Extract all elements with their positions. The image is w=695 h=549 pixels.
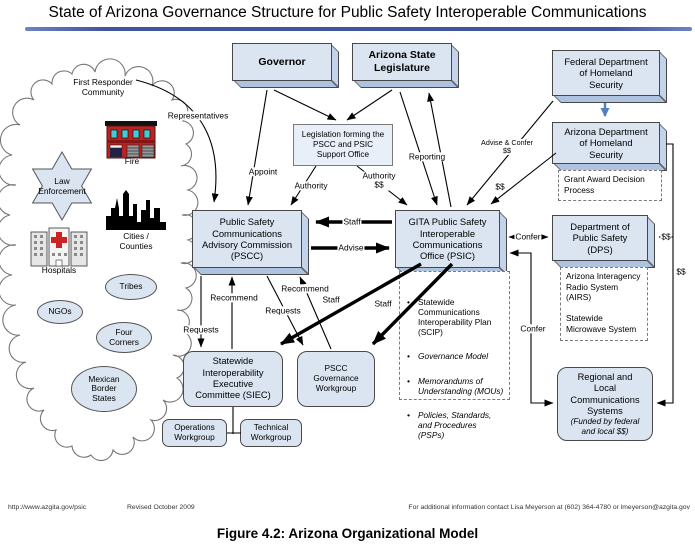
legislature-label: Arizona State Legislature	[368, 49, 436, 74]
edge-label-staff-siec: Staff	[321, 294, 341, 305]
fire-label: Fire	[124, 156, 140, 166]
edge-label-money-regional: $$	[675, 266, 687, 277]
edge-label-confer-dps: Confer	[514, 231, 542, 242]
edge-label-money-gita: $$	[494, 181, 506, 192]
edge-label-staff-workgroup: Staff	[373, 298, 393, 309]
ngos-ellipse: NGOs	[37, 300, 83, 324]
operations-workgroup-box: Operations Workgroup	[162, 419, 227, 447]
edge-label-reporting: Reporting	[407, 151, 447, 162]
legislation-label: Legislation forming the PSCC and PSIC Su…	[301, 130, 385, 159]
hospitals-label: Hospitals	[41, 265, 77, 275]
city-skyline-icon	[106, 190, 166, 230]
governor-box: Governor	[232, 43, 332, 81]
dps-systems-box: Arizona Interagency Radio System (AIRS) …	[560, 267, 648, 341]
pscc-label: Public Safety Communications Advisory Co…	[201, 216, 293, 262]
cities-counties-label: Cities / Counties	[119, 231, 153, 252]
title-rule	[25, 27, 692, 31]
federal-dhs-label: Federal Department of Homeland Security	[564, 55, 648, 90]
footer-contact: For additional information contact Lisa …	[408, 504, 690, 511]
tribes-ellipse: Tribes	[105, 274, 157, 300]
law-enforcement-label: Law Enforcement	[38, 176, 86, 197]
footer-revised: Revised October 2009	[127, 504, 195, 511]
mexican-border-states-ellipse: Mexican Border States	[71, 366, 137, 412]
page-title: State of Arizona Governance Structure fo…	[48, 4, 647, 21]
deliverable-item: Governance Model	[405, 351, 504, 362]
edge-label-advise-confer: Advise & Confer $$	[480, 137, 534, 156]
dps-label: Department of Public Safety (DPS)	[570, 220, 630, 255]
figure-caption: Figure 4.2: Arizona Organizational Model	[216, 526, 479, 541]
edge-label-requests-workgroup: Requests	[264, 305, 302, 316]
deliverable-item: Statewide Communications Interoperabilit…	[405, 297, 504, 338]
edge-label-authority: Authority	[293, 180, 329, 191]
technical-workgroup-label: Technical Workgroup	[250, 422, 292, 442]
governor-label: Governor	[258, 55, 306, 68]
first-responder-cloud-label: First Responder Community	[73, 77, 133, 98]
arizona-dhs-box: Arizona Department of Homeland Security	[552, 122, 660, 164]
footer-url: http://www.azgita.gov/psic	[8, 504, 87, 511]
edge-label-staff-horizontal: Staff	[342, 216, 362, 227]
deliverable-item: Policies, Standards, and Procedures (PSP…	[405, 410, 504, 441]
federal-dhs-box: Federal Department of Homeland Security	[552, 50, 660, 96]
hospitals-icon	[30, 227, 88, 267]
operations-workgroup-label: Operations Workgroup	[174, 422, 215, 442]
regional-systems-box: Regional and Local Communications System…	[557, 367, 653, 441]
siec-box: Statewide Interoperability Executive Com…	[183, 351, 283, 407]
pscc-box: Public Safety Communications Advisory Co…	[192, 210, 302, 268]
edge-label-appoint: Appoint	[247, 166, 279, 177]
deliverable-item: Memorandums of Understanding (MOUs)	[405, 376, 504, 397]
legislature-box: Arizona State Legislature	[352, 43, 452, 81]
pscc-governance-workgroup-box: PSCC Governance Workgroup	[297, 351, 375, 407]
edge-label-requests-siec: Requests	[182, 324, 220, 335]
edge-label-money-dps: $$	[660, 231, 672, 242]
edge-label-confer-regional: Confer	[519, 323, 547, 334]
gita-deliverables-list: Statewide Communications Interoperabilit…	[405, 288, 504, 456]
gita-psic-box: GITA Public Safety Interoperable Communi…	[395, 210, 500, 268]
gita-deliverables-box: Statewide Communications Interoperabilit…	[399, 271, 510, 440]
edge-label-recommend-workgroup: Recommend	[280, 283, 330, 294]
regional-systems-note: (Funded by federal and local $$)	[570, 417, 640, 436]
legislation-box: Legislation forming the PSCC and PSIC Su…	[293, 124, 393, 166]
four-corners-ellipse: Four Corners	[96, 322, 152, 353]
gita-psic-label: GITA Public Safety Interoperable Communi…	[408, 216, 487, 262]
fire-station-icon	[105, 121, 157, 159]
pscc-governance-workgroup-label: PSCC Governance Workgroup	[313, 363, 359, 393]
grant-award-process-box: Grant Award Decision Process	[558, 170, 662, 201]
edge-label-authority-money: Authority $$	[361, 170, 397, 191]
dps-box: Department of Public Safety (DPS)	[552, 215, 648, 261]
edge-label-representatives: Representatives	[166, 110, 230, 121]
siec-label: Statewide Interoperability Executive Com…	[195, 356, 271, 401]
regional-systems-label: Regional and Local Communications System…	[570, 371, 640, 416]
edge-label-advise: Advise	[337, 242, 365, 253]
arizona-dhs-label: Arizona Department of Homeland Security	[564, 125, 648, 160]
edge-label-recommend-siec: Recommend	[209, 292, 259, 303]
technical-workgroup-box: Technical Workgroup	[240, 419, 302, 447]
